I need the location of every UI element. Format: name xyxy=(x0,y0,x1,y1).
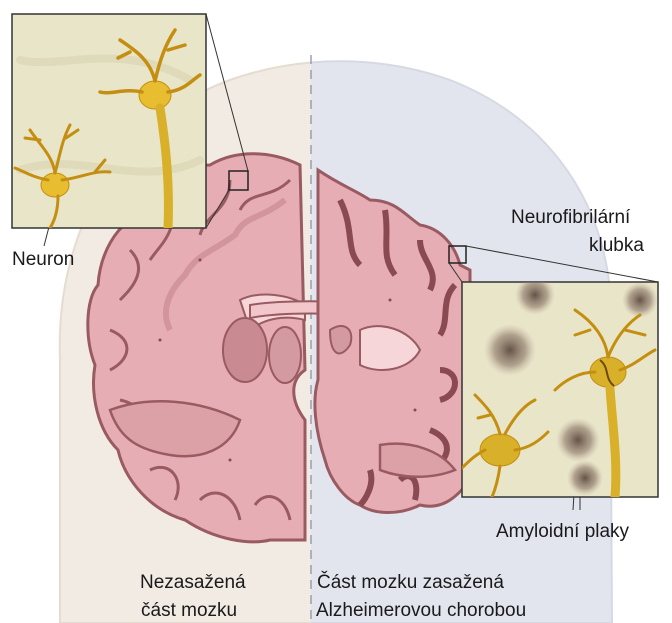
neuron-label: Neuron xyxy=(12,248,74,271)
tangles-label-line1: Neurofibrilární xyxy=(511,206,630,229)
healthy-caption-line1: Nezasažená xyxy=(140,571,246,594)
plaques-label: Amyloidní plaky xyxy=(496,520,629,543)
tangles-label-line2: klubka xyxy=(589,234,644,257)
affected-caption-line2: Alzheimerovou chorobou xyxy=(316,599,526,622)
amyloid-plaque-icon xyxy=(484,324,536,376)
diseased-neuron-inset xyxy=(462,275,658,497)
affected-caption-line1: Část mozku zasažená xyxy=(317,571,504,594)
healthy-caption-line2: část mozku xyxy=(141,599,237,622)
healthy-neuron-inset xyxy=(12,14,206,228)
